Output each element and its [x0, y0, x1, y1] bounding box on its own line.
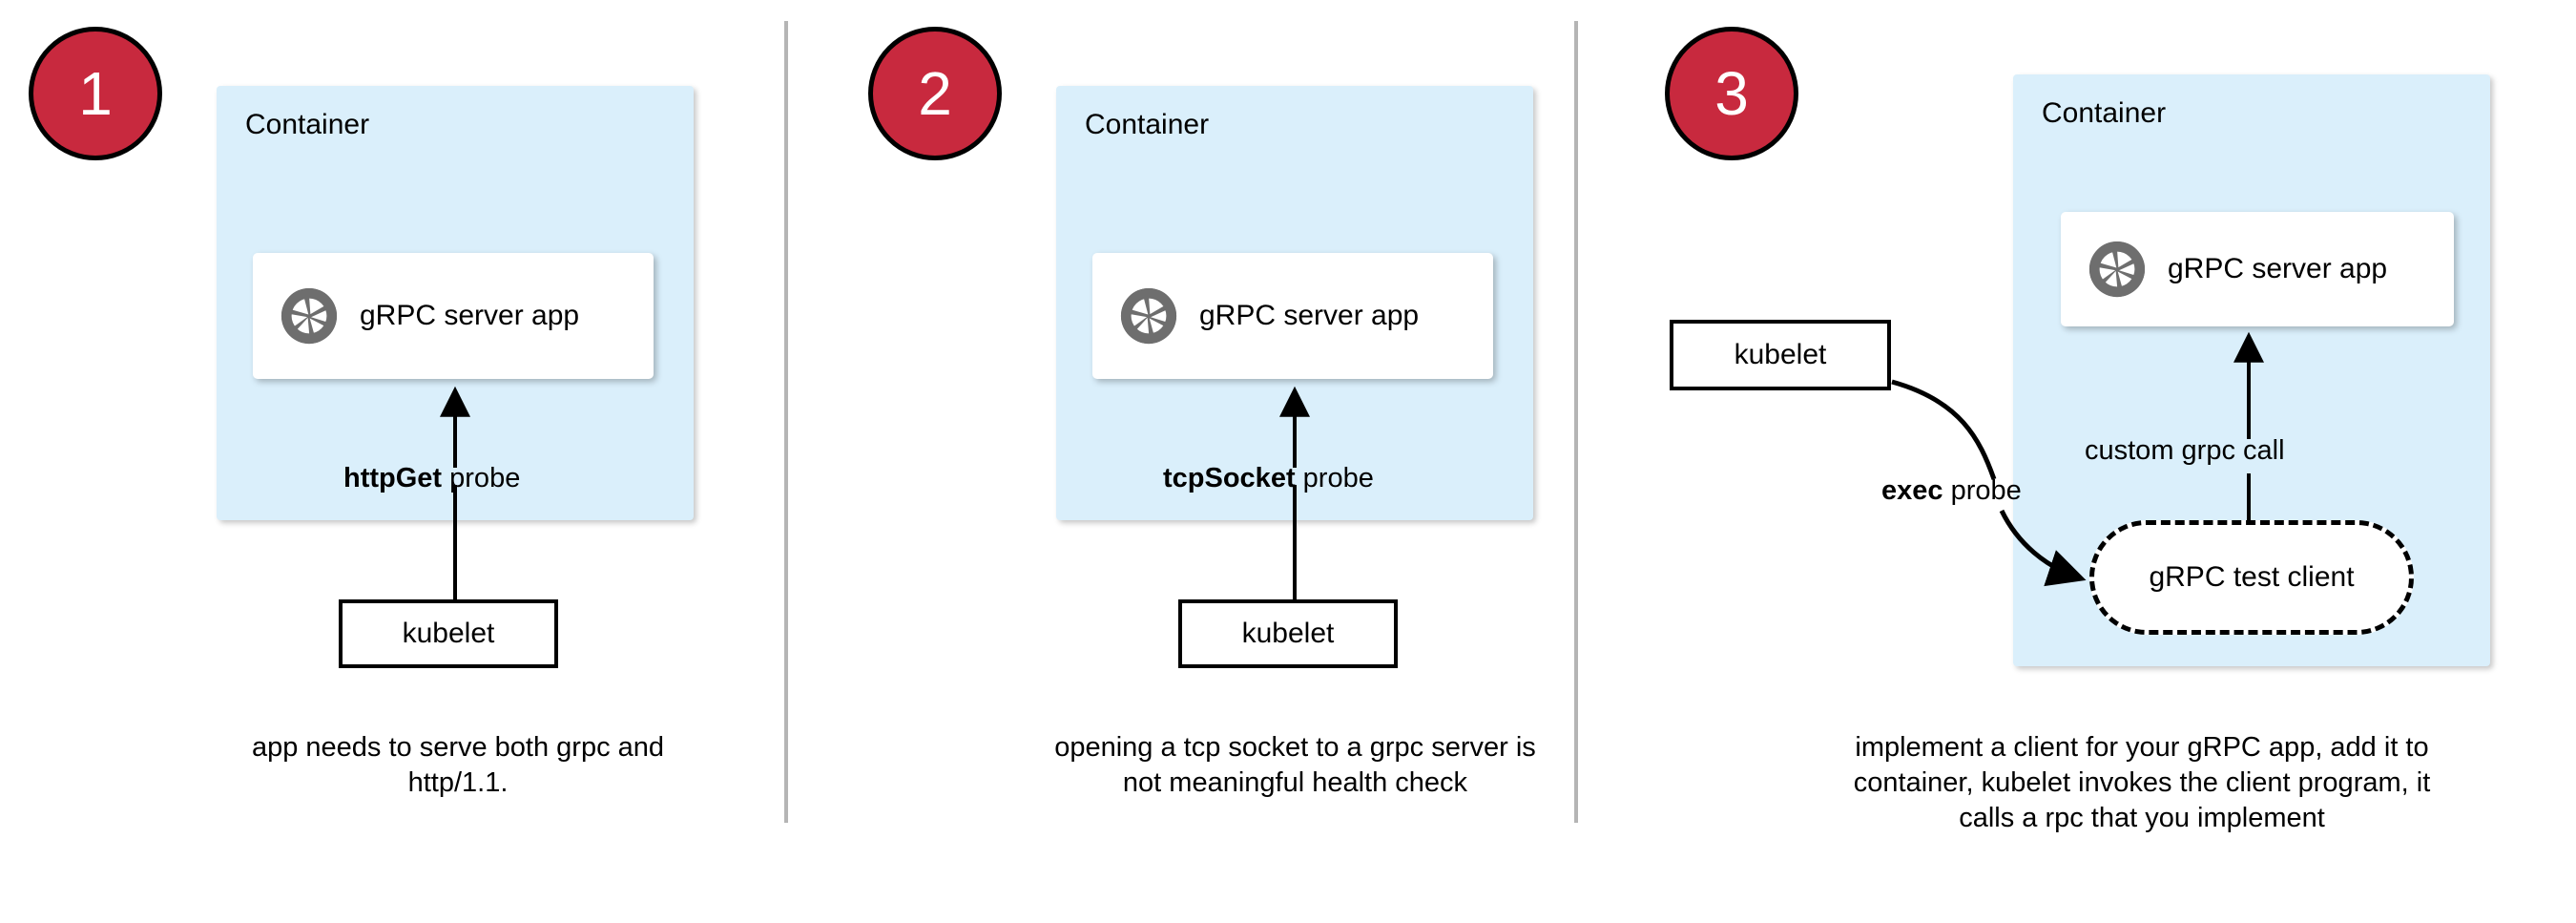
kubelet-label-3: kubelet	[1734, 339, 1827, 370]
grpc-test-client-box: gRPC test client	[2089, 520, 2414, 635]
grpc-logo-icon	[1120, 287, 1177, 345]
grpc-server-app-card-3: gRPC server app	[2061, 212, 2454, 326]
step-badge-1-number: 1	[78, 59, 113, 128]
grpc-server-app-card-1: gRPC server app	[253, 253, 654, 379]
panel-caption-1: app needs to serve both grpc and http/1.…	[251, 732, 665, 799]
probe-label-2-kind: tcpSocket	[1163, 463, 1296, 493]
container-label-3: Container	[2042, 97, 2167, 129]
step-badge-3: 3	[1665, 27, 1798, 160]
probe-label-3: exec probe	[1881, 477, 2022, 505]
probe-label-3-kind: exec	[1881, 475, 1943, 506]
step-badge-2-number: 2	[918, 59, 952, 128]
panel-caption-3: implement a client for your gRPC app, ad…	[1853, 732, 2431, 834]
grpc-server-app-card-2: gRPC server app	[1092, 253, 1493, 379]
custom-grpc-call-label: custom grpc call	[2085, 435, 2285, 466]
probe-label-3-suffix: probe	[1942, 475, 2022, 506]
kubelet-box-3: kubelet	[1670, 320, 1891, 390]
step-badge-3-number: 3	[1714, 59, 1749, 128]
container-label-2: Container	[1085, 109, 1210, 140]
panel-caption-2: opening a tcp socket to a grpc server is…	[1054, 732, 1536, 799]
step-badge-2: 2	[868, 27, 1002, 160]
kubelet-box-1: kubelet	[339, 599, 558, 668]
probe-label-1: httpGet probe	[343, 465, 520, 493]
probe-label-1-suffix: probe	[442, 463, 521, 493]
probe-label-2: tcpSocket probe	[1163, 465, 1374, 493]
grpc-server-app-label-1: gRPC server app	[360, 300, 580, 331]
kubelet-label-1: kubelet	[402, 618, 495, 649]
grpc-test-client-label: gRPC test client	[2149, 561, 2355, 593]
grpc-logo-icon	[280, 287, 338, 345]
probe-label-1-kind: httpGet	[343, 463, 443, 493]
panel-divider-1	[784, 21, 788, 823]
grpc-server-app-label-2: gRPC server app	[1199, 300, 1420, 331]
probe-label-2-suffix: probe	[1295, 463, 1374, 493]
panel-divider-2	[1574, 21, 1578, 823]
container-label-1: Container	[245, 109, 370, 140]
kubelet-label-2: kubelet	[1241, 618, 1335, 649]
kubelet-box-2: kubelet	[1178, 599, 1398, 668]
step-badge-1: 1	[29, 27, 162, 160]
grpc-server-app-label-3: gRPC server app	[2168, 253, 2388, 284]
grpc-logo-icon	[2088, 241, 2146, 298]
